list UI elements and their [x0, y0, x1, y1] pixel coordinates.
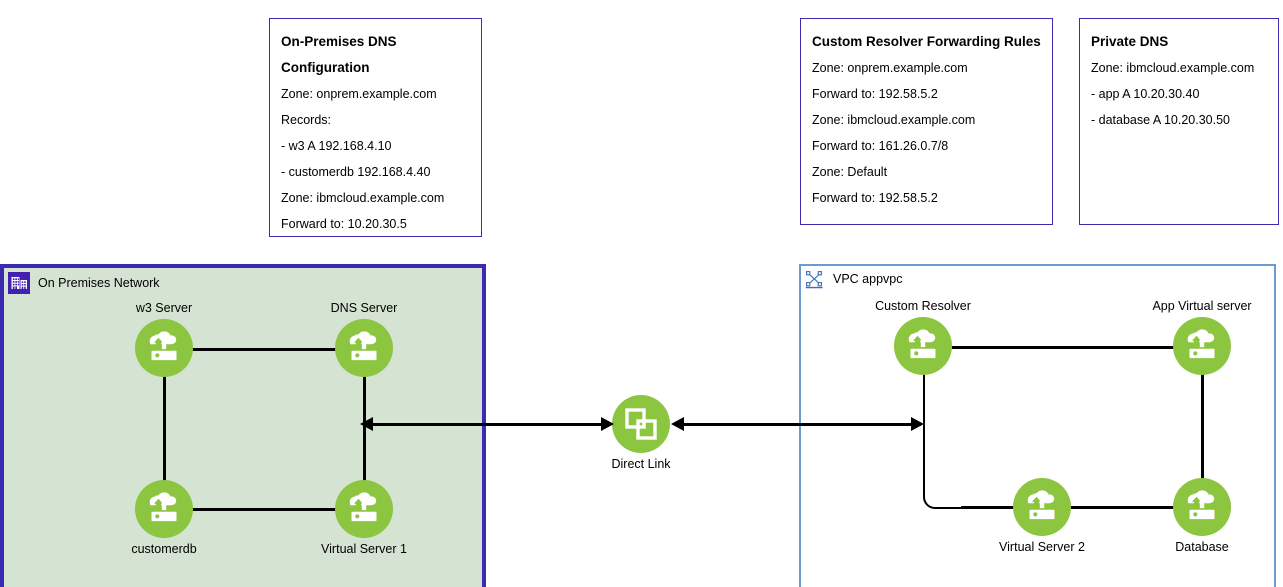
vpc-topology-icon — [803, 268, 825, 290]
node-custom-resolver[interactable]: Custom Resolver — [875, 299, 971, 375]
zone-label: VPC appvpc — [833, 272, 903, 286]
note-line: Zone: ibmcloud.example.com — [281, 191, 445, 205]
note-title: Private DNS — [1091, 34, 1169, 49]
node-w3-server[interactable]: w3 Server — [135, 301, 193, 377]
node-label: DNS Server — [330, 301, 398, 315]
node-label: Virtual Server 1 — [321, 542, 407, 556]
note-line: Forward to: 161.26.0.7/8 — [812, 139, 949, 153]
node-label: App Virtual server — [1152, 299, 1252, 313]
node-customerdb[interactable]: customerdb — [131, 480, 197, 556]
note-line: Zone: ibmcloud.example.com — [1091, 61, 1255, 75]
node-label: w3 Server — [135, 301, 193, 315]
zone-on-premises-network: On Premises Network w3 Server DNS Serve — [0, 264, 486, 587]
note-line: Forward to: 192.58.5.2 — [812, 191, 938, 205]
note-title: On-Premises DNS Configuration — [281, 34, 397, 75]
arrow-head-right-vpc — [911, 417, 924, 431]
note-custom-resolver-forwarding-rules: Custom Resolver Forwarding Rules Zone: o… — [800, 18, 1053, 225]
note-line: - customerdb 192.168.4.40 — [281, 165, 431, 179]
node-app-virtual-server[interactable]: App Virtual server — [1152, 299, 1252, 375]
edge-resolver-to-virtual-server-2-corner — [923, 374, 965, 509]
note-private-dns: Private DNS Zone: ibmcloud.example.com -… — [1079, 18, 1279, 225]
note-line: - database A 10.20.30.50 — [1091, 113, 1231, 127]
server-icon — [335, 480, 393, 538]
note-line: Zone: onprem.example.com — [812, 61, 968, 75]
edge-customerdb-to-virtual-server-1 — [192, 508, 337, 511]
node-label: Virtual Server 2 — [999, 540, 1085, 554]
note-line: Zone: ibmcloud.example.com — [812, 113, 976, 127]
node-label: Database — [1175, 540, 1229, 554]
note-onprem-dns-config: On-Premises DNS Configuration Zone: onpr… — [269, 18, 482, 237]
arrow-head-left-direct-link — [671, 417, 684, 431]
server-icon — [1013, 478, 1071, 536]
note-line: - w3 A 192.168.4.10 — [281, 139, 392, 153]
node-dns-server[interactable]: DNS Server — [331, 301, 397, 377]
node-direct-link[interactable]: Direct Link — [611, 395, 671, 471]
note-title: Custom Resolver Forwarding Rules — [812, 34, 1041, 49]
node-label: Direct Link — [611, 457, 671, 471]
server-icon — [1173, 317, 1231, 375]
note-line: - app A 10.20.30.40 — [1091, 87, 1200, 101]
zone-header-on-premises-network: On Premises Network — [8, 272, 160, 294]
node-label: Custom Resolver — [875, 299, 971, 313]
building-icon — [8, 272, 30, 294]
link-onprem-to-direct-link — [372, 423, 610, 426]
zone-label: On Premises Network — [38, 276, 160, 290]
node-label: customerdb — [131, 542, 197, 556]
note-line: Forward to: 10.20.30.5 — [281, 217, 407, 231]
note-line: Forward to: 192.58.5.2 — [812, 87, 938, 101]
edge-app-server-to-database — [1201, 374, 1204, 508]
direct-link-icon — [612, 395, 670, 453]
server-icon — [135, 480, 193, 538]
note-line: Records: — [281, 113, 332, 127]
edge-virtual-server-2-to-database — [1071, 506, 1203, 509]
server-icon — [894, 317, 952, 375]
node-database[interactable]: Database — [1173, 478, 1231, 554]
node-virtual-server-1[interactable]: Virtual Server 1 — [321, 480, 407, 556]
server-icon — [1173, 478, 1231, 536]
edge-resolver-to-app-server — [952, 346, 1202, 349]
zone-header-vpc-appvpc: VPC appvpc — [803, 268, 902, 290]
server-icon — [135, 319, 193, 377]
note-line: Zone: Default — [812, 165, 888, 179]
link-direct-link-to-vpc — [684, 423, 921, 426]
server-icon — [335, 319, 393, 377]
zone-vpc-appvpc: VPC appvpc Custom Resolver App Vir — [799, 264, 1276, 587]
edge-dns-to-virtual-server-1 — [363, 376, 366, 510]
arrow-head-right-direct-link — [601, 417, 614, 431]
edge-w3-to-dns — [192, 348, 337, 351]
note-line: Zone: onprem.example.com — [281, 87, 437, 101]
arrow-head-left-onprem — [360, 417, 373, 431]
node-virtual-server-2[interactable]: Virtual Server 2 — [999, 478, 1085, 554]
edge-w3-to-customerdb — [163, 376, 166, 510]
edge-corner-to-virtual-server-2 — [961, 506, 1016, 509]
